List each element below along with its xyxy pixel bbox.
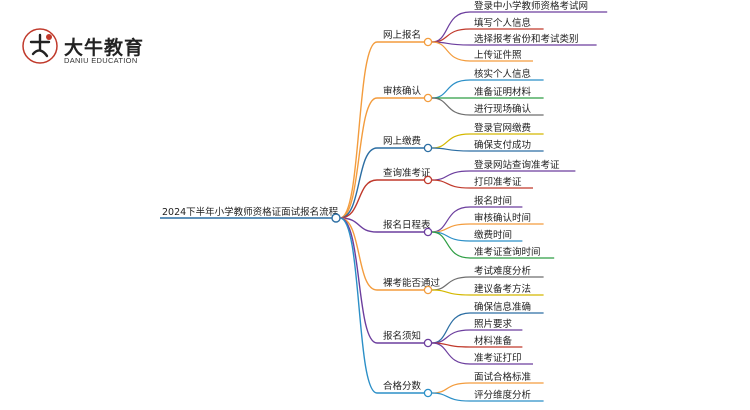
leaf-label: 面试合格标准: [474, 371, 532, 383]
branch-node[interactable]: [423, 285, 433, 295]
branch-connector: [339, 147, 378, 219]
leaf-label: 准备证明材料: [474, 86, 532, 98]
leaf-connector: [431, 231, 471, 259]
leaf-label: 评分维度分析: [474, 389, 532, 401]
leaf-connector: [431, 179, 471, 189]
leaf-label: 填写个人信息: [474, 17, 531, 29]
branch-node[interactable]: [423, 143, 433, 153]
leaf-label: 选择报考省份和考试类别: [474, 33, 579, 45]
leaf-label: 上传证件照: [474, 49, 522, 61]
branch-connector: [339, 97, 378, 219]
leaf-label: 登录中小学教师资格考试网: [474, 0, 588, 12]
leaf-label: 确保信息准确: [474, 301, 531, 313]
leaf-connector: [431, 147, 471, 152]
leaf-connector: [431, 133, 471, 149]
leaf-connector: [431, 97, 471, 116]
branch-label: 报名日程表: [383, 219, 431, 231]
brand-subtitle: DANIU EDUCATION: [64, 56, 138, 65]
leaf-connector: [431, 170, 471, 181]
branch-node[interactable]: [423, 338, 433, 348]
branch-label: 网上报名: [383, 29, 421, 41]
leaf-connector: [431, 11, 471, 43]
leaf-label: 缴费时间: [474, 229, 512, 241]
branch-connector: [339, 217, 378, 394]
leaf-label: 登录网站查询准考证: [474, 159, 560, 171]
leaf-label: 材料准备: [474, 335, 513, 347]
leaf-label: 考试难度分析: [474, 265, 532, 277]
leaf-label: 准考证打印: [474, 352, 522, 364]
leaf-connector: [431, 289, 471, 296]
leaf-label: 核实个人信息: [474, 68, 531, 80]
branch-node[interactable]: [423, 93, 433, 103]
branch-label: 裸考能否通过: [383, 277, 441, 289]
branch-connector: [339, 41, 378, 219]
leaf-connector: [431, 41, 471, 62]
brand-name: 大牛教育: [64, 37, 145, 59]
branch-node[interactable]: [423, 37, 433, 47]
branch-label: 网上缴费: [383, 135, 421, 147]
leaf-connector: [431, 206, 471, 233]
branch-connector: [339, 217, 378, 233]
branch-connector: [339, 217, 378, 291]
leaf-label: 审核确认时间: [474, 212, 531, 224]
leaf-connector: [431, 342, 471, 365]
leaf-connector: [431, 312, 471, 344]
root-node[interactable]: [331, 213, 341, 223]
branch-connector: [339, 179, 378, 219]
leaf-label: 确保支付成功: [474, 139, 531, 151]
leaf-connector: [431, 392, 471, 402]
brand-logo-icon: [22, 28, 58, 64]
leaf-label: 打印准考证: [474, 176, 522, 188]
branch-node[interactable]: [423, 388, 433, 398]
branch-label: 合格分数: [383, 380, 422, 392]
leaf-connector: [431, 79, 471, 99]
branch-node[interactable]: [423, 227, 433, 237]
root-topic: 2024下半年小学教师资格证面试报名流程: [162, 206, 339, 218]
branch-node[interactable]: [423, 175, 433, 185]
branch-label: 审核确认: [383, 85, 422, 97]
leaf-label: 准考证查询时间: [474, 246, 541, 258]
leaf-label: 照片要求: [474, 318, 513, 330]
leaf-connector: [431, 382, 471, 394]
leaf-label: 报名时间: [474, 195, 512, 207]
branch-label: 查询准考证: [383, 167, 431, 179]
leaf-label: 进行现场确认: [474, 103, 532, 115]
branch-label: 报名须知: [383, 330, 421, 342]
leaf-label: 建议备考方法: [474, 283, 531, 295]
leaf-label: 登录官网缴费: [474, 122, 531, 134]
branch-connector: [339, 217, 378, 344]
